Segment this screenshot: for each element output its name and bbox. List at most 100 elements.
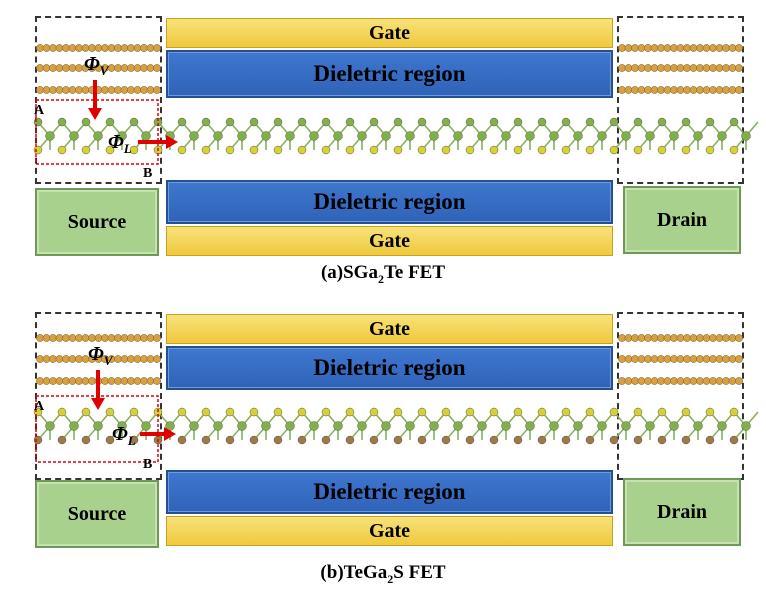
top-gate: Gate (166, 18, 613, 48)
ga-atom (621, 131, 631, 141)
chalcogen-atom (537, 145, 547, 155)
chalcogen-atom (81, 145, 91, 155)
chalcogen-atom (297, 407, 307, 417)
electrode-atom (49, 44, 57, 52)
chalcogen-atom (633, 117, 643, 127)
chalcogen-atom (297, 117, 307, 127)
chalcogen-atom (297, 435, 307, 445)
electrode-atom (101, 44, 109, 52)
electrode-atom (722, 44, 730, 52)
electrode-atom (631, 64, 639, 72)
chalcogen-atom (537, 435, 547, 445)
electrode-atom (696, 64, 704, 72)
electrode-atom (153, 334, 161, 342)
electrode-atom (120, 86, 129, 94)
ga-atom (741, 421, 751, 431)
electrode-atom (715, 86, 724, 94)
ga-atom (477, 131, 487, 141)
electrode-atom (657, 44, 665, 52)
electrode-atom (120, 355, 129, 363)
monolayer-lattice (33, 117, 759, 155)
electrode-atom (722, 64, 730, 72)
electrode-atom (133, 44, 142, 52)
ga-atom (429, 421, 439, 431)
ga-atom (45, 131, 55, 141)
chalcogen-atom (393, 407, 403, 417)
ga-atom (501, 131, 511, 141)
bottom-dielectric-region: Dieletric region (166, 180, 613, 224)
electrode-atom (722, 86, 730, 94)
chalcogen-atom (585, 117, 595, 127)
chalcogen-atom (57, 117, 67, 127)
electrode-atom (735, 86, 743, 94)
chalcogen-atom (681, 117, 691, 127)
electrode-atom (683, 44, 691, 52)
chalcogen-atom (369, 407, 379, 417)
chalcogen-atom (705, 407, 715, 417)
electrode-atom (735, 44, 743, 52)
electrode-atom (127, 86, 135, 94)
chalcogen-atom (705, 117, 715, 127)
electrode-atom (55, 44, 64, 52)
ga-atom (693, 131, 703, 141)
electrode-atom (140, 86, 148, 94)
electrode-atom (663, 86, 672, 94)
electrode-atom (133, 355, 142, 363)
electrode-atom (702, 334, 711, 342)
bottom-gate: Gate (166, 516, 613, 546)
electrode-atom (644, 377, 652, 385)
electrode-atom (42, 334, 51, 342)
electrode-atom (650, 44, 659, 52)
electrode-atom (702, 86, 711, 94)
chalcogen-atom (417, 407, 427, 417)
ga-atom (669, 131, 679, 141)
electrode-atom (663, 44, 672, 52)
chalcogen-atom (57, 145, 67, 155)
top-gate: Gate (166, 314, 613, 344)
chalcogen-atom (561, 117, 571, 127)
electrode-atom (650, 355, 659, 363)
chalcogen-atom (129, 145, 139, 155)
chalcogen-atom (345, 117, 355, 127)
electrode-atom (624, 355, 633, 363)
ga-atom (189, 131, 199, 141)
ga-atom (573, 421, 583, 431)
electrode-atom (140, 44, 148, 52)
electrode-atom (683, 64, 691, 72)
chalcogen-atom (57, 407, 67, 417)
electrode-atom (36, 44, 44, 52)
electrode-atom (146, 44, 155, 52)
electrode-atom (42, 377, 51, 385)
ga-atom (309, 131, 319, 141)
chalcogen-atom (129, 117, 139, 127)
electrode-atom (715, 64, 724, 72)
electrode-atom (696, 44, 704, 52)
electrode-atom (670, 86, 678, 94)
chalcogen-atom (273, 145, 283, 155)
phi-l-arrow-head (164, 427, 176, 441)
point-a-label: A (34, 103, 45, 118)
electrode-atom (62, 64, 70, 72)
electrode-atom (618, 44, 626, 52)
electrode-atom (49, 64, 57, 72)
electrode-atom (624, 64, 633, 72)
ga-atom (117, 131, 127, 141)
chalcogen-atom (465, 117, 475, 127)
chalcogen-atom (441, 117, 451, 127)
electrode-atom (631, 334, 639, 342)
ga-atom (525, 421, 535, 431)
chalcogen-atom (297, 145, 307, 155)
electrode-atom (107, 64, 116, 72)
chalcogen-atom (537, 117, 547, 127)
electrode-atom (696, 86, 704, 94)
ga-atom (141, 131, 151, 141)
electrode-atom (36, 64, 44, 72)
panel-b-tega2s-fet: Gate Dieletric region Dieletric region G… (0, 300, 766, 590)
chalcogen-atom (729, 435, 739, 445)
electrode-atom (689, 377, 698, 385)
chalcogen-atom (249, 145, 259, 155)
top-dielectric-region: Dieletric region (166, 346, 613, 390)
chalcogen-atom (561, 407, 571, 417)
electrode-atom (107, 377, 116, 385)
electrode-atom (735, 377, 743, 385)
